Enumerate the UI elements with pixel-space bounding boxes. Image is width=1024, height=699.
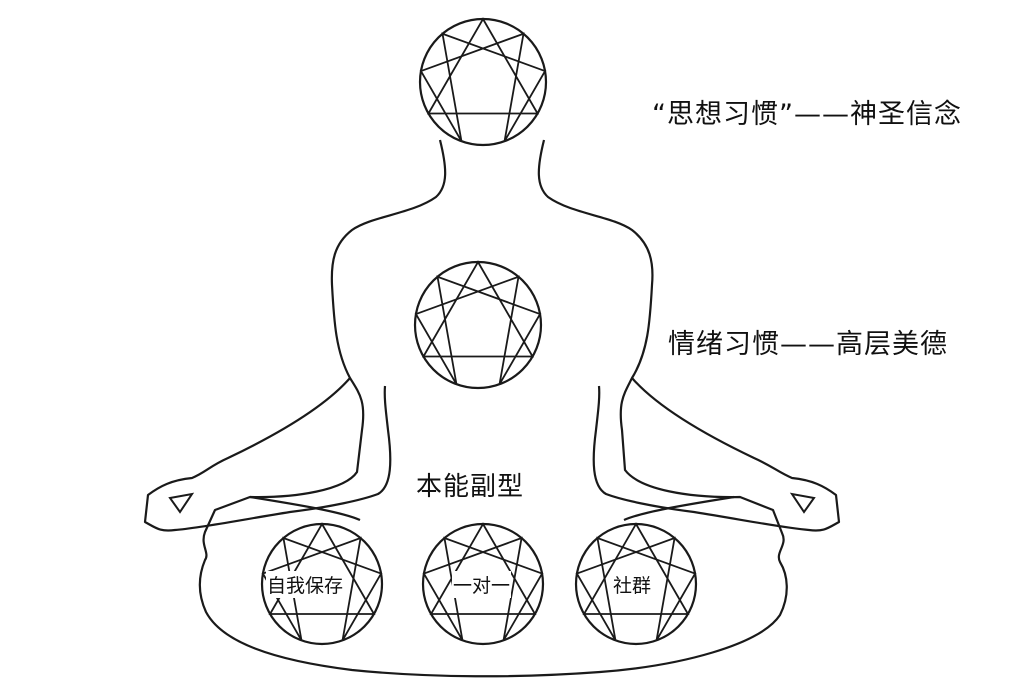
- body-outline: [198, 139, 788, 678]
- belly-center-label: 本能副型: [416, 472, 525, 502]
- subtype-label-social: 社群: [612, 571, 653, 598]
- enneagram-hexad: [575, 536, 697, 641]
- head-enneagram: [418, 17, 548, 147]
- right-arm: [592, 377, 841, 532]
- enneagram-circle: [413, 260, 543, 390]
- left-hand-mudra: [168, 492, 195, 514]
- legs-outline: [249, 495, 735, 522]
- enneagram-hexad: [422, 536, 544, 641]
- enneagram-hexad: [414, 275, 542, 385]
- enneagram-triangle: [582, 522, 690, 615]
- enneagram-hexad: [419, 32, 547, 142]
- enneagram-hexad: [261, 536, 383, 641]
- enneagram-circle: [418, 17, 548, 147]
- right-hand-mudra: [789, 492, 816, 514]
- chest-center-label: 情绪习惯——高层美德: [668, 329, 948, 360]
- subtype-label-self-preservation: 自我保存: [266, 571, 345, 598]
- enneagram-triangle: [268, 522, 376, 615]
- chest-enneagram: [413, 260, 543, 390]
- subtype-label-one-to-one: 一对一: [452, 571, 512, 598]
- enneagram-triangle: [421, 260, 535, 358]
- head-center-label: “思想习惯”——神圣信念: [652, 99, 962, 130]
- enneagram-symbols: [260, 17, 698, 646]
- left-arm: [143, 377, 392, 532]
- enneagram-triangle: [429, 522, 537, 615]
- enneagram-triangle: [426, 17, 540, 115]
